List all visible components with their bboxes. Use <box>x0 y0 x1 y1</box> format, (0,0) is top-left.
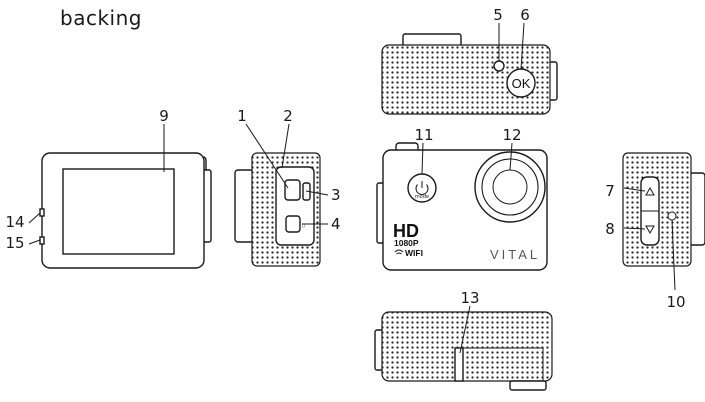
leader-13 <box>459 305 471 354</box>
leader-lines <box>28 22 676 354</box>
front-lens-glass <box>492 169 528 205</box>
bottom-mount-ridge <box>509 380 547 391</box>
side2-speaker <box>667 211 677 221</box>
leader-2 <box>281 123 290 169</box>
back-lcd-screen <box>62 168 175 255</box>
label-6: 6 <box>520 6 530 24</box>
top-indicator-light <box>493 60 505 72</box>
front-hd-text: HD <box>393 221 419 241</box>
label-13: 13 <box>460 289 479 307</box>
down-arrow-icon <box>645 225 655 235</box>
heading-text: backing <box>60 6 142 30</box>
leader-11 <box>421 142 424 175</box>
back-button-15 <box>39 236 45 245</box>
label-8: 8 <box>605 220 615 238</box>
front-resolution-text: 1080P <box>394 238 419 248</box>
leader-6 <box>520 22 525 70</box>
label-3: 3 <box>331 186 341 204</box>
label-11: 11 <box>414 126 433 144</box>
side-port-mark: ▯ <box>302 223 305 229</box>
side-hdmi-port <box>285 215 301 233</box>
back-button-14 <box>39 208 45 217</box>
bottom-door-latch <box>454 347 464 382</box>
camera-bottom-view <box>374 311 553 391</box>
label-9: 9 <box>159 107 169 125</box>
side-usb-port <box>284 179 301 201</box>
top-mesh-body <box>381 44 551 115</box>
camera-front-view: mode HD 1080P WIFI VITAL <box>376 142 548 271</box>
front-wifi-text: WIFI <box>405 248 423 258</box>
leader-10 <box>671 219 676 291</box>
up-arrow-icon <box>645 186 655 196</box>
camera-back-view <box>39 152 212 269</box>
wifi-icon <box>394 249 404 255</box>
number-labels: 1 2 3 4 5 6 7 8 9 10 11 12 13 14 15 <box>5 6 685 311</box>
leader-12 <box>509 142 513 171</box>
label-10: 10 <box>666 293 685 311</box>
power-icon <box>415 184 429 195</box>
leader-14 <box>28 212 41 224</box>
label-15: 15 <box>5 234 24 252</box>
side-mount-tab <box>234 169 254 243</box>
leader-8 <box>623 227 646 230</box>
leader-1 <box>245 123 289 189</box>
front-brand-text: VITAL <box>490 247 540 262</box>
leader-7 <box>623 187 646 192</box>
bottom-mesh-body <box>381 311 553 382</box>
top-ok-text: OK <box>512 76 531 91</box>
label-5: 5 <box>493 6 503 24</box>
label-4: 4 <box>331 215 341 233</box>
camera-side-buttons-view <box>622 152 705 267</box>
camera-top-view: OK <box>381 33 558 115</box>
label-12: 12 <box>502 126 521 144</box>
label-14: 14 <box>5 213 24 231</box>
leader-15 <box>28 239 41 245</box>
front-mode-text: mode <box>415 194 429 200</box>
label-1: 1 <box>237 107 247 125</box>
label-7: 7 <box>605 182 615 200</box>
camera-side-ports-view: ▯ <box>234 152 321 267</box>
label-2: 2 <box>283 107 293 125</box>
leader-3 <box>305 190 329 196</box>
